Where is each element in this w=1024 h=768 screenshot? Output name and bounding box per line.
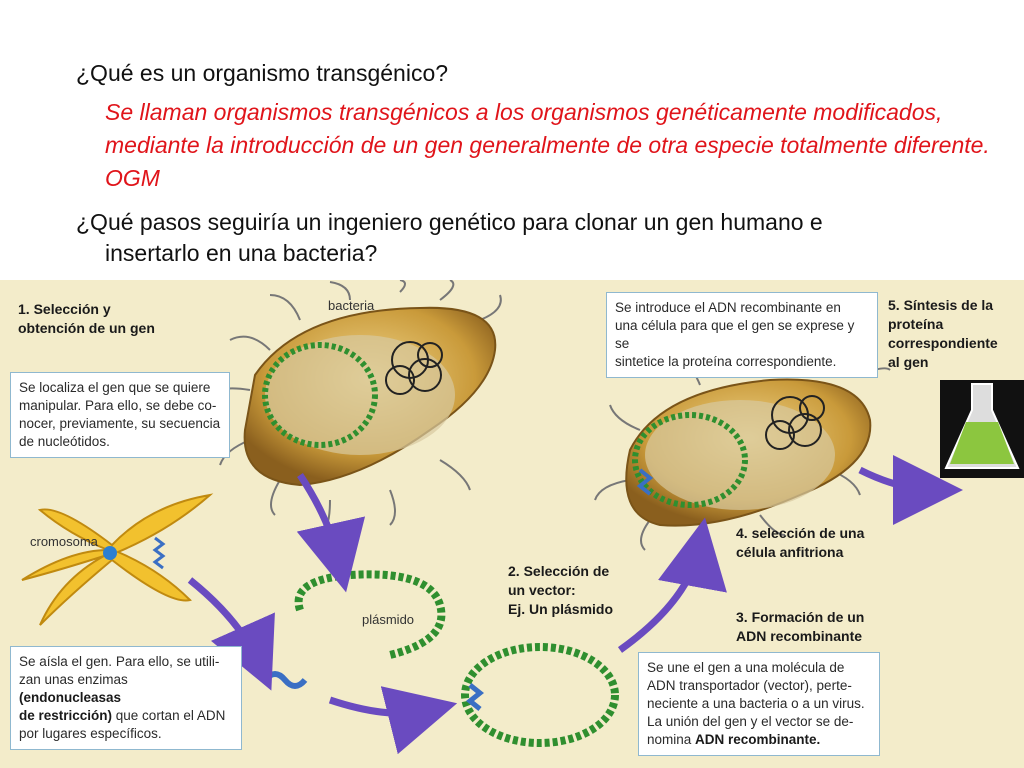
step1-desc-line1: Se localiza el gen que se quiere xyxy=(19,380,211,395)
step5-line2: proteína xyxy=(888,316,944,332)
step2-line3: Ej. Un plásmido xyxy=(508,601,614,617)
gene-cloning-diagram: 1. Selección y obtención de un gen Se lo… xyxy=(0,280,1024,768)
recombinant-gene-insert xyxy=(465,683,485,711)
recombinant-plasmid xyxy=(461,643,619,747)
isolation-line1: Se aísla el gen. Para ello, se utili- xyxy=(19,654,220,669)
bacteria-2-chromosome-tangle xyxy=(765,395,825,450)
isolation-line2-bold: (endonucleasas xyxy=(19,690,122,705)
step5-line1: 5. Síntesis de la xyxy=(888,297,994,313)
step4-desc-line2: una célula para que el gen se exprese y … xyxy=(615,318,855,351)
step3-line2: ADN recombinante xyxy=(736,628,863,644)
step3-desc-line5-text: nomina xyxy=(647,732,696,747)
chromosome-label: cromosoma xyxy=(30,534,98,549)
step3-desc-line3: neciente a una bacteria o a un virus. xyxy=(647,696,865,711)
step1-title-line1: 1. Selección y xyxy=(18,301,111,317)
diagram-illustration xyxy=(21,280,1024,755)
step4-desc-line1: Se introduce el ADN recombinante en xyxy=(615,300,841,315)
step3-title: 3. Formación de un ADN recombinante xyxy=(736,608,864,646)
bacteria-1-chromosome-tangle xyxy=(385,341,443,395)
bacteria-1-inner xyxy=(265,335,455,455)
step5-line4: al gen xyxy=(888,354,929,370)
chromosome-x xyxy=(21,493,214,626)
bacteria-1-plasmid xyxy=(262,342,378,448)
isolation-description-box: Se aísla el gen. Para ello, se utili- za… xyxy=(10,646,242,750)
bacteria-2-gene xyxy=(636,468,654,496)
isolation-line3: de restricción) que cortan el ADN xyxy=(19,707,233,725)
chromosome-centromere xyxy=(103,546,117,560)
step3-desc-line2: ADN transportador (vector), perte- xyxy=(647,678,852,693)
step3-description-box: Se une el gen a una molécula de ADN tran… xyxy=(638,652,880,756)
step4-line1: 4. selección de una xyxy=(736,525,865,541)
step1-description-box: Se localiza el gen que se quiere manipul… xyxy=(10,372,230,458)
step3-desc-line1: Se une el gen a una molécula de xyxy=(647,660,845,675)
step3-desc-line5: nomina ADN recombinante. xyxy=(647,731,871,749)
plasmid-label: plásmido xyxy=(362,612,415,627)
bacteria-label: bacteria xyxy=(328,298,375,313)
step5-title: 5. Síntesis de la proteína correspondien… xyxy=(888,296,1022,372)
isolation-line4: por lugares específicos. xyxy=(19,726,162,741)
step1-desc-line2: manipular. Para ello, se debe co- xyxy=(19,398,217,413)
step3-line1: 3. Formación de un xyxy=(736,609,865,625)
step4-title: 4. selección de una célula anfitriona xyxy=(736,524,864,562)
flask-liquid xyxy=(950,422,1014,464)
step4-line2: célula anfitriona xyxy=(736,544,844,560)
bacteria-2-inner xyxy=(645,400,835,510)
chromosome-gene-marker xyxy=(152,536,166,570)
question2-line2: insertarlo en una bacteria? xyxy=(105,240,378,266)
isolation-line3-bold: de restricción) xyxy=(19,708,113,723)
step2-line2: un vector: xyxy=(508,582,576,598)
isolation-line3-text: que cortan el ADN xyxy=(112,708,226,723)
step3-desc-line5-bold: ADN recombinante. xyxy=(695,732,821,747)
question-cloning-steps: ¿Qué pasos seguiría un ingeniero genétic… xyxy=(76,207,1011,269)
answer-definition: Se llaman organismos transgénicos a los … xyxy=(105,99,990,191)
isolation-line2-text: zan unas enzimas xyxy=(19,672,128,687)
step1-title: 1. Selección y obtención de un gen xyxy=(18,300,155,338)
step4-description-box: Se introduce el ADN recombinante en una … xyxy=(606,292,878,378)
step2-title: 2. Selección de un vector: Ej. Un plásmi… xyxy=(508,562,613,619)
step1-desc-line3: nocer, previamente, su secuencia xyxy=(19,416,221,431)
step1-title-line2: obtención de un gen xyxy=(18,320,155,336)
isolation-line2: zan unas enzimas (endonucleasas xyxy=(19,671,233,707)
process-arrows xyxy=(187,454,963,755)
isolated-gene-fragment xyxy=(262,671,308,689)
bacteria-2-plasmid xyxy=(632,412,748,508)
step5-line3: correspondiente xyxy=(888,335,998,351)
question-transgenic: ¿Qué es un organismo transgénico? xyxy=(76,60,449,86)
step4-desc-line3: sintetice la proteína correspondiente. xyxy=(615,354,837,369)
step2-line1: 2. Selección de xyxy=(508,563,610,579)
step3-desc-line4: La unión del gen y el vector se de- xyxy=(647,714,854,729)
question2-line1: ¿Qué pasos seguiría un ingeniero genétic… xyxy=(76,209,823,235)
step1-desc-line4: de nucleótidos. xyxy=(19,434,110,449)
